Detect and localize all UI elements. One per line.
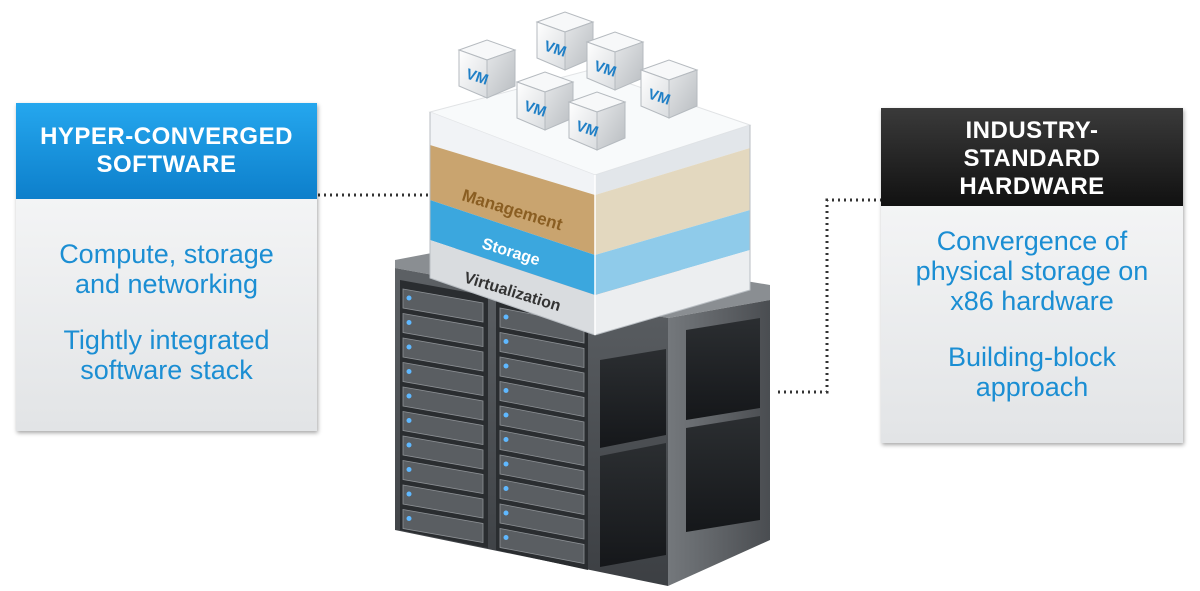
server-slot [402, 509, 484, 543]
server-slot [499, 479, 585, 515]
server-slot [402, 288, 484, 323]
server-led [406, 491, 412, 497]
vm-label: VM [592, 58, 619, 81]
vm-cube: VM [585, 31, 645, 91]
server-rack [395, 240, 770, 586]
software-text-2: and networking [74, 269, 259, 299]
server-led [503, 510, 509, 516]
server-led [406, 442, 412, 448]
hardware-title-line1: INDUSTRY- [965, 117, 1099, 144]
server-slot [499, 454, 585, 491]
hardware-title-line2: STANDARD [963, 145, 1101, 172]
hardware-title-line3: HARDWARE [959, 173, 1105, 200]
vm-cube: VM [567, 91, 627, 151]
hardware-text-4: Building-block [947, 342, 1117, 372]
vm-cube: VM [515, 71, 575, 131]
server-led [503, 437, 509, 442]
software-text-3: Tightly integrated [63, 325, 270, 355]
software-card-header: HYPER-CONVERGED SOFTWARE [16, 103, 317, 199]
server-slot [402, 386, 484, 421]
server-led [503, 339, 509, 344]
server-led [503, 388, 509, 393]
server-slot [402, 362, 484, 396]
hardware-card-header: INDUSTRY- STANDARD HARDWARE [881, 108, 1183, 206]
server-led [503, 535, 509, 540]
vm-label: VM [574, 118, 601, 141]
server-slot [402, 484, 484, 519]
vm-cubes: VM VM VM VM VM VM [457, 11, 699, 151]
server-slot [499, 381, 585, 417]
server-led [406, 516, 412, 521]
server-slot [402, 435, 484, 470]
vm-label: VM [646, 86, 673, 109]
server-slot [402, 313, 484, 347]
server-slot [499, 356, 585, 393]
server-slot [402, 411, 484, 445]
server-slot [499, 332, 585, 368]
server-slot [499, 503, 585, 540]
server-slot [499, 405, 585, 442]
hardware-text-5: approach [975, 372, 1089, 402]
server-led [406, 418, 412, 423]
server-slot [499, 528, 585, 564]
hardware-card-body: Convergence of physical storage on x86 h… [881, 206, 1183, 443]
server-slot [499, 430, 585, 466]
hardware-text-2: physical storage on [915, 256, 1149, 286]
server-led [406, 467, 412, 472]
software-title-line2: SOFTWARE [96, 151, 237, 178]
server-led [503, 314, 509, 320]
vm-cube: VM [535, 11, 595, 71]
server-led [406, 344, 412, 350]
hardware-text-1: Convergence of [936, 226, 1128, 256]
software-text-4: software stack [80, 355, 253, 385]
server-led [406, 295, 412, 301]
server-led [503, 363, 509, 369]
software-card-body: Compute, storage and networking Tightly … [16, 199, 317, 431]
server-led [406, 369, 412, 374]
software-text-1: Compute, storage [59, 239, 274, 269]
server-led [503, 461, 509, 467]
hardware-text-3: x86 hardware [950, 286, 1114, 316]
server-led [503, 412, 509, 418]
software-stack [428, 69, 752, 336]
software-card: HYPER-CONVERGED SOFTWARE Compute, storag… [16, 103, 317, 431]
vm-cube: VM [457, 39, 517, 99]
vm-label: VM [464, 66, 491, 89]
vm-label: VM [542, 38, 569, 61]
server-led [406, 393, 412, 399]
server-led [406, 320, 412, 325]
vm-cube: VM [639, 59, 699, 119]
server-led [503, 486, 509, 491]
software-title-line1: HYPER-CONVERGED [40, 123, 293, 150]
vm-label: VM [522, 98, 549, 121]
server-slot [402, 460, 484, 494]
hardware-card: INDUSTRY- STANDARD HARDWARE Convergence … [881, 108, 1183, 443]
right-connector [776, 198, 882, 394]
server-slot [402, 337, 484, 372]
